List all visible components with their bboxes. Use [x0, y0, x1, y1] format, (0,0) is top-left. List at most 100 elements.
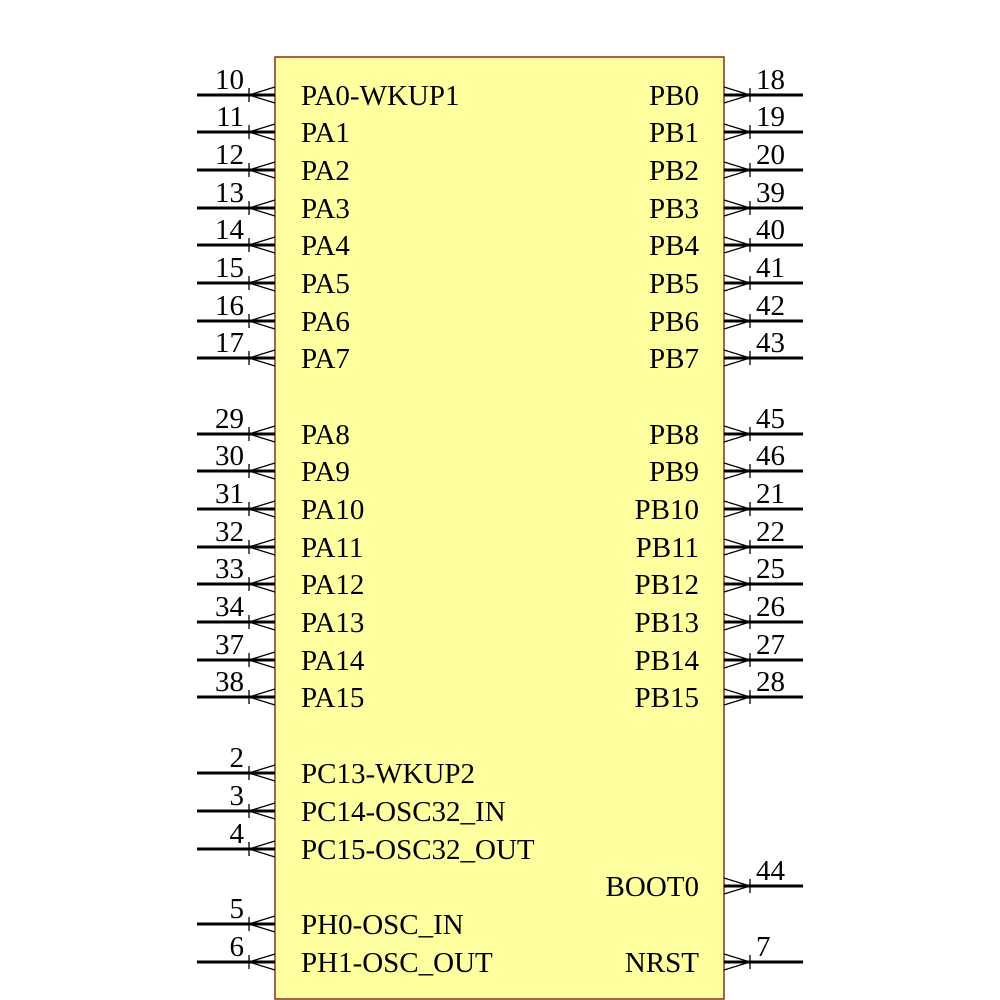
pin-number: 42 — [756, 290, 785, 322]
pin-label: PB12 — [635, 569, 699, 601]
pin-number: 22 — [756, 516, 785, 548]
pin-number: 5 — [230, 893, 245, 925]
pin-number: 46 — [756, 440, 785, 472]
pin-label: PA9 — [301, 456, 350, 488]
pin-number: 16 — [215, 290, 244, 322]
pin-number: 45 — [756, 403, 785, 435]
pin-label: PB10 — [635, 494, 699, 526]
pin-label: PA14 — [301, 645, 365, 677]
pin-label: NRST — [625, 947, 699, 979]
pin-label: PB15 — [635, 682, 699, 714]
pin-label: PB4 — [649, 230, 699, 262]
pin-number: 10 — [215, 64, 244, 96]
pin-label: PA11 — [301, 532, 363, 564]
pin-number: 3 — [230, 780, 245, 812]
pin-label: PA2 — [301, 155, 350, 187]
pin-label: PA13 — [301, 607, 364, 639]
pin-label: PB1 — [649, 117, 699, 149]
pin-label: PB0 — [649, 80, 699, 112]
pin-number: 41 — [756, 252, 785, 284]
pin-label: PB13 — [635, 607, 699, 639]
pin-number: 40 — [756, 214, 785, 246]
pin-number: 43 — [756, 327, 785, 359]
pin-number: 31 — [215, 478, 244, 510]
pin-label: PB11 — [636, 532, 699, 564]
pin-number: 2 — [230, 742, 245, 774]
right-pin-group: 18PB019PB120PB239PB340PB441PB542PB643PB7… — [606, 64, 803, 979]
pin-number: 12 — [215, 139, 244, 171]
pin-number: 13 — [215, 177, 244, 209]
pin-number: 44 — [756, 855, 786, 887]
pin-number: 28 — [756, 666, 785, 698]
pin-label: PA12 — [301, 569, 364, 601]
pin-label: PA15 — [301, 682, 364, 714]
pin-label: PA1 — [301, 117, 350, 149]
pin-label: PA10 — [301, 494, 364, 526]
pin-label: PB7 — [649, 343, 699, 375]
pin-label: PA8 — [301, 419, 350, 451]
pin-label: PB9 — [649, 456, 699, 488]
pin-number: 7 — [756, 931, 771, 963]
pin-label: PA0-WKUP1 — [301, 80, 459, 112]
pin-label: PH0-OSC_IN — [301, 909, 464, 941]
pin-number: 26 — [756, 591, 785, 623]
pin-number: 37 — [215, 629, 244, 661]
pin-label: PB2 — [649, 155, 699, 187]
pin-number: 34 — [215, 591, 245, 623]
pin-label: PC13-WKUP2 — [301, 758, 475, 790]
pin-number: 17 — [215, 327, 244, 359]
pin-number: 25 — [756, 553, 785, 585]
pin-number: 14 — [215, 214, 245, 246]
pin-label: PA4 — [301, 230, 350, 262]
pin-label: PB8 — [649, 419, 699, 451]
pin-number: 29 — [215, 403, 244, 435]
pin-label: PB5 — [649, 268, 699, 300]
pin-label: PC14-OSC32_IN — [301, 796, 506, 828]
pin-number: 21 — [756, 478, 785, 510]
pin-label: PA3 — [301, 193, 350, 225]
pin-number: 11 — [216, 101, 244, 133]
pin-label: PH1-OSC_OUT — [301, 947, 493, 979]
pin-number: 19 — [756, 101, 785, 133]
ic-body — [274, 56, 725, 1000]
pin-label: PB6 — [649, 306, 699, 338]
pin-number: 39 — [756, 177, 785, 209]
pin-label: PB3 — [649, 193, 699, 225]
pin-number: 33 — [215, 553, 244, 585]
